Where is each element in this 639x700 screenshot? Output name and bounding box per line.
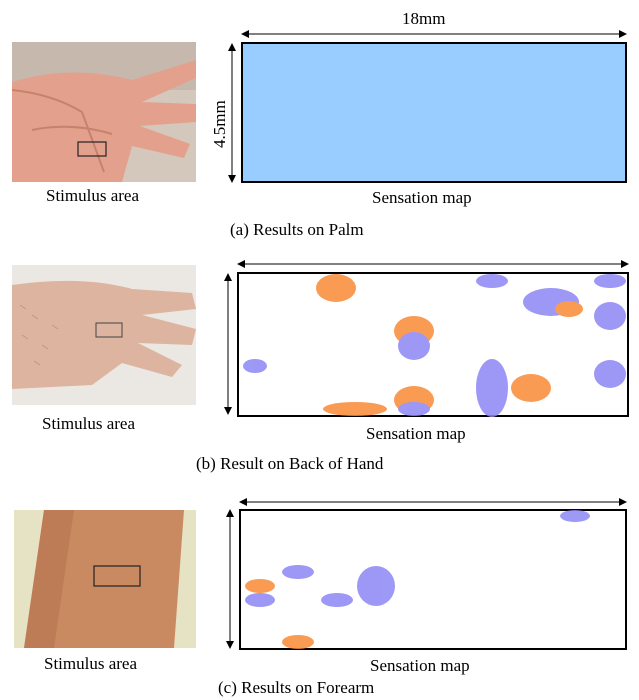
forearm-spot-blue [321,593,353,607]
forearm-photo [14,510,196,648]
forearm-spot-blue [357,566,395,606]
back-spot-blue [243,359,267,373]
back-of-hand-photo [12,265,196,405]
palm-caption: (a) Results on Palm [230,220,364,240]
forearm-spot-blue [245,593,275,607]
back-spot-blue [398,332,430,360]
palm-map-label: Sensation map [372,188,472,208]
palm-width-label: 18mm [402,9,445,29]
forearm-stimulus-label: Stimulus area [44,654,137,674]
back-spot-orange [323,402,387,416]
back-of-hand-stimulus-label: Stimulus area [42,414,135,434]
back-spot-blue [594,302,626,330]
forearm-map-rect [240,510,626,649]
forearm-caption: (c) Results on Forearm [218,678,374,698]
back-spot-orange [394,386,434,414]
forearm-spot-blue [560,510,590,522]
back-spot-blue [523,288,579,316]
back-spot-blue [594,360,626,388]
forearm-spots [245,510,590,649]
palm-stimulus-label: Stimulus area [46,186,139,206]
forearm-spot-orange [282,635,314,649]
back-of-hand-map-label: Sensation map [366,424,466,444]
back-spot-orange [555,301,583,317]
back-spot-orange [316,274,356,302]
palm-height-label: 4.5mm [210,100,230,148]
back-spot-orange [511,374,551,402]
back-spots [243,274,626,417]
back-spot-blue [398,402,430,416]
back-spot-blue [594,274,626,288]
palm-map-rect [242,43,626,182]
back-of-hand-caption: (b) Result on Back of Hand [196,454,383,474]
forearm-map-label: Sensation map [370,656,470,676]
back-spot-orange [394,316,434,346]
palm-photo [12,42,196,182]
back-spot-blue [476,274,508,288]
back-spot-blue [476,359,508,417]
forearm-spot-blue [282,565,314,579]
forearm-spot-orange [245,579,275,593]
back-map-rect [238,273,628,416]
